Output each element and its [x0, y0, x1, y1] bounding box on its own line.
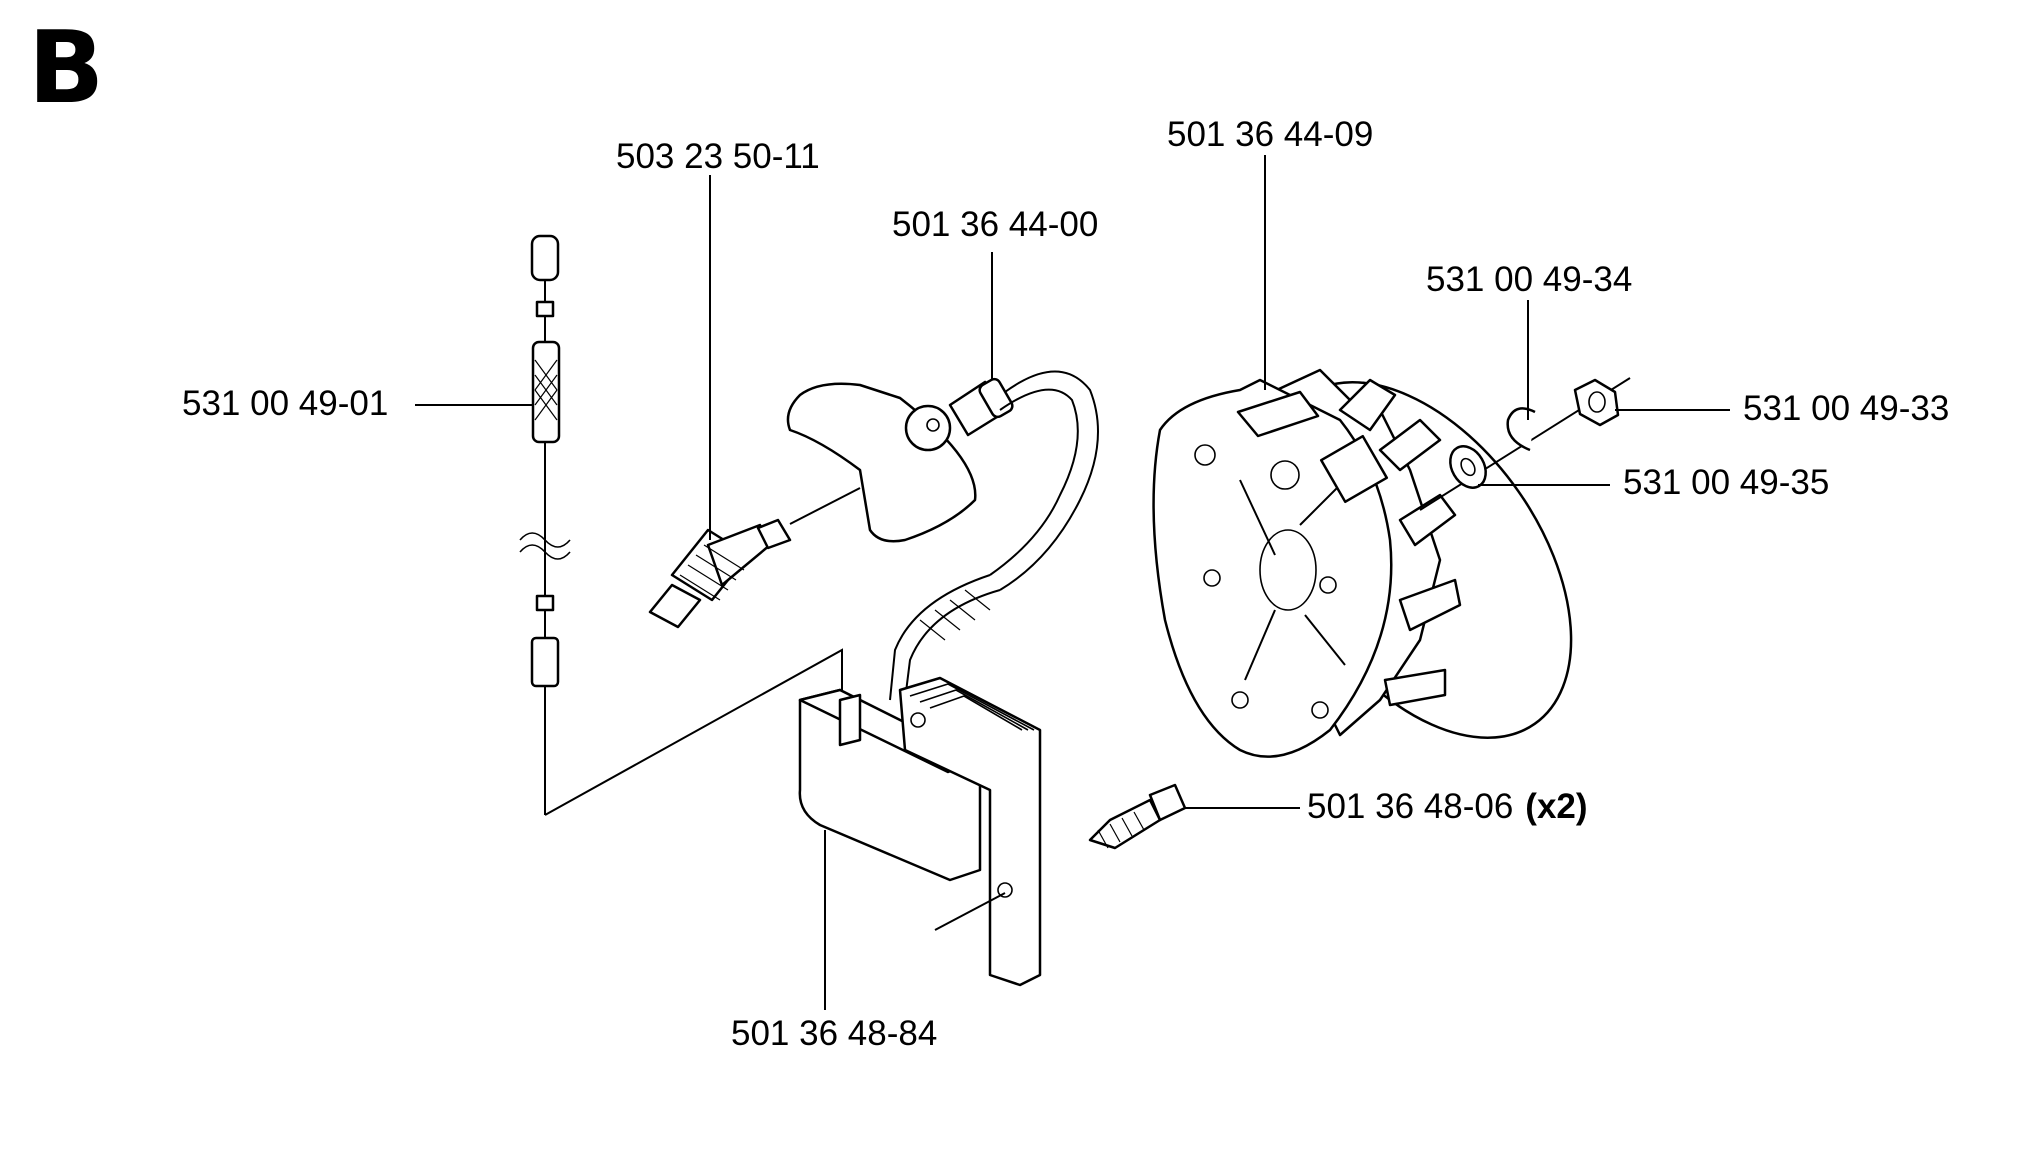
plug-cap-part [786, 370, 1099, 701]
ignition-cable-part [519, 234, 843, 816]
label-circlip: 531 00 49-34 [1426, 260, 1632, 299]
label-screw-qty: (x2) [1525, 787, 1587, 826]
ignition-module-part [798, 676, 1042, 987]
label-ignition-cable: 531 00 49-01 [182, 384, 388, 423]
leader-lines [415, 155, 1730, 1010]
label-plug-cap: 501 36 44-00 [892, 205, 1098, 244]
spark-plug-part [648, 487, 861, 629]
label-washer: 531 00 49-35 [1623, 463, 1829, 502]
washer-part [1449, 445, 1487, 489]
screw-part [1088, 783, 1187, 850]
flywheel-part [1152, 368, 1631, 758]
nut-part [1573, 378, 1620, 427]
label-screw: 501 36 48-06 (x2) [1307, 787, 1588, 826]
label-nut: 531 00 49-33 [1743, 389, 1949, 428]
circlip-part [1506, 407, 1536, 452]
label-screw-number: 501 36 48-06 [1307, 787, 1513, 826]
label-spark-plug: 503 23 50-11 [616, 137, 820, 176]
label-flywheel: 501 36 44-09 [1167, 115, 1373, 154]
label-ignition-module: 501 36 48-84 [731, 1014, 937, 1053]
section-letter: B [28, 9, 104, 126]
